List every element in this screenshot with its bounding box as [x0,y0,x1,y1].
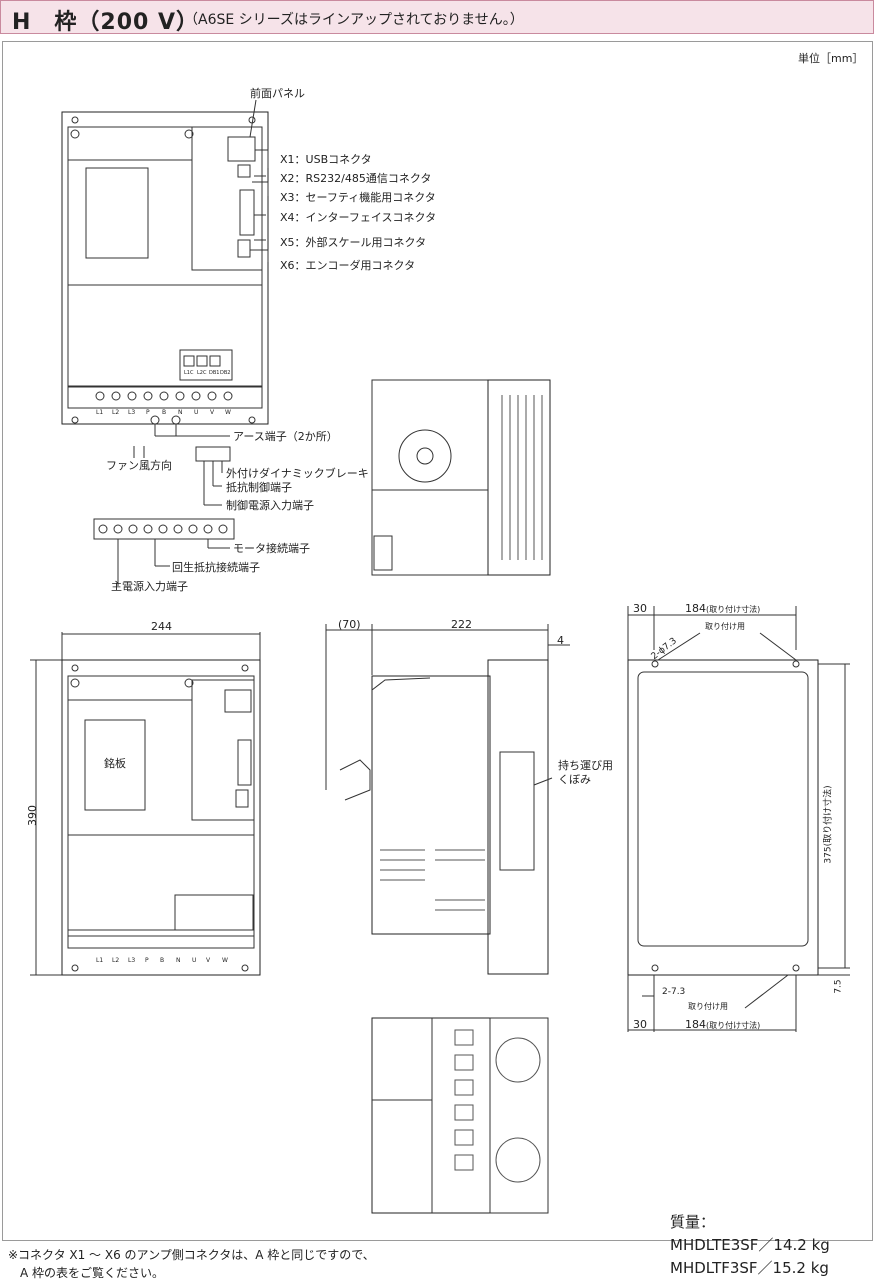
top-term-w: W [225,409,231,416]
note-line-1: ※コネクタ X1 ～ X6 のアンプ側コネクタは、A 枠と同じですので、 [8,1248,375,1262]
connector-x4-label: X4：インターフェイスコネクタ [280,211,437,224]
front-term-p: P [145,957,149,964]
front-term-n: N [176,957,181,964]
control-power-label: 制御電源入力端子 [226,499,314,512]
earth-terminal-label: アース端子（2か所） [233,430,338,443]
side-depth-70: (70) [338,618,361,631]
front-panel-label: 前面パネル [250,87,305,100]
connector-x2-label: X2：RS232/485通信コネクタ [280,172,432,185]
front-view [30,632,261,976]
front-height-dim: 390 [26,805,39,826]
mount-height-375: 375(取り付け寸法) [823,785,834,864]
front-term-l1: L1 [96,957,104,964]
mount-bottom-label: 取り付け用 [688,1002,728,1011]
header-subtitle: （A6SE シリーズはラインアップされておりません。） [184,12,524,28]
mount-top-label: 取り付け用 [705,622,745,631]
connector-x3-label: X3：セーフティ機能用コネクタ [280,191,436,204]
front-term-b: B [160,957,165,964]
mount-bottom-30: 30 [633,1018,647,1031]
mount-top-184-value: 184 [685,602,706,615]
connector-x6-label: X6：エンコーダ用コネクタ [280,259,416,272]
top-term-l3: L3 [128,409,136,416]
unit-label: 単位［mm］ [798,52,864,65]
side-view [325,624,570,975]
side-depth-222: 222 [451,618,472,631]
top-side-vent [501,395,543,560]
mass-item-f3sf: MHDLTF3SF／15.2 kg [670,1259,829,1277]
dynamic-brake-label-2: 抵抗制御端子 [226,481,292,494]
mount-bottom-7-5: 7.5 [833,979,844,994]
mount-top-30: 30 [633,602,647,615]
connector-x5-label: X5：外部スケール用コネクタ [280,236,427,249]
separated-terminal-screws [98,524,228,534]
side-vent [380,849,485,911]
top-term-l1: L1 [96,409,104,416]
bottom-view [371,1017,549,1214]
top-term-l2: L2 [112,409,120,416]
handle-label: 持ち運び用 [558,759,613,772]
motor-terminal-label: モータ接続端子 [233,542,310,555]
front-term-u: U [192,957,197,964]
ctrl-term-db2: DB2 [220,370,231,376]
header-title: H 枠（200 V） [12,10,200,35]
nameplate-label: 銘板 [104,757,126,770]
mount-bottom-184-value: 184 [685,1018,706,1031]
dynamic-brake-label: 外付けダイナミックブレーキ [226,467,369,480]
header-bar: H 枠（200 V） （A6SE シリーズはラインアップされておりません。） [0,0,874,35]
top-term-u: U [194,409,199,416]
ctrl-term-l2c: L2C [197,370,207,376]
mount-top-184-note: (取り付け寸法) [706,605,761,614]
bottom-slots [454,1029,541,1183]
regen-terminal-label: 回生抵抗接続端子 [172,561,260,574]
connector-x1-label: X1：USBコネクタ [280,153,372,166]
top-terminal-screws [95,391,233,401]
top-term-p: P [146,409,150,416]
front-term-l3: L3 [128,957,136,964]
front-term-l2: L2 [112,957,120,964]
front-term-w: W [222,957,228,964]
ctrl-term-l1c: L1C [184,370,194,376]
mass-item-e3sf: MHDLTE3SF／14.2 kg [670,1236,830,1254]
front-width-dim: 244 [151,620,172,633]
mount-bottom-184: 184(取り付け寸法) [685,1019,760,1030]
mount-top-184: 184(取り付け寸法) [685,603,760,614]
front-term-v: V [206,957,211,964]
ctrl-term-db1: DB1 [209,370,220,376]
drawing-frame [2,41,873,1241]
top-term-b: B [162,409,167,416]
note-line-2: A 枠の表をご覧ください。 [8,1266,165,1280]
mount-view [627,606,850,1032]
top-side-view [371,379,551,576]
top-front-view [61,99,269,586]
mass-title: 質量： [670,1213,716,1231]
handle-label-2: くぼみ [558,773,591,786]
top-term-n: N [178,409,183,416]
side-depth-4: 4 [557,634,564,647]
slot-dim-label: 2-7.3 [662,987,686,997]
main-power-label: 主電源入力端子 [111,580,188,593]
top-term-v: V [210,409,215,416]
fan-direction-label: ファン風方向 [106,459,172,472]
mount-bottom-184-note: (取り付け寸法) [706,1021,761,1030]
